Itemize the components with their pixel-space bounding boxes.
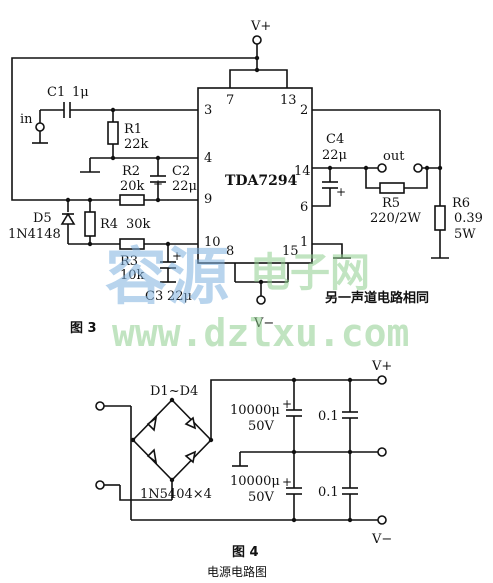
r2-resistor xyxy=(119,194,145,206)
pin-8: 8 xyxy=(226,244,234,259)
pin-13: 13 xyxy=(280,93,297,108)
c2-value: 22μ xyxy=(172,179,197,194)
watermark-subbrand: 电子网 xyxy=(250,250,370,296)
c4-ref: C4 xyxy=(326,132,344,147)
vplus-terminal xyxy=(252,35,262,45)
cap-small-top-value: 0.1 xyxy=(318,409,339,424)
ac-terminal-1 xyxy=(95,401,105,411)
figure-3-amplifier: TDA7294 3 7 13 2 4 14 9 6 10 8 15 1 V+ i… xyxy=(8,19,483,336)
psu-ground-terminal xyxy=(377,447,387,457)
note-other-channel: 另一声道电路相同 xyxy=(325,290,429,306)
pin-6: 6 xyxy=(300,200,308,215)
svg-text:+: + xyxy=(282,397,292,411)
r3-ref: R3 xyxy=(120,254,138,269)
cap-bot-value: 10000μ xyxy=(230,474,280,489)
pin-2: 2 xyxy=(300,103,308,118)
output-terminal-b xyxy=(413,163,423,173)
cap-top-value: 10000μ xyxy=(230,403,280,418)
r6-resistor xyxy=(434,205,446,231)
watermark: 容源 电子网 www.dzlxu.com xyxy=(105,240,409,355)
figure-3-caption: 图 3 xyxy=(70,321,97,336)
bridge-label: D1~D4 xyxy=(150,384,198,399)
r3-value: 10k xyxy=(120,268,145,283)
d5-value: 1N4148 xyxy=(8,227,61,242)
diode-d3 xyxy=(146,448,158,464)
pin-9: 9 xyxy=(204,192,212,207)
pin-14: 14 xyxy=(294,164,311,179)
r4-resistor xyxy=(84,211,96,237)
supply-wire-left xyxy=(11,57,257,201)
r5-resistor xyxy=(379,182,405,194)
psu-vminus-label: V− xyxy=(371,532,392,547)
r4-value: 30k xyxy=(126,217,151,232)
diode-d4 xyxy=(184,450,197,464)
diode-d1 xyxy=(146,416,158,432)
r6-ref: R6 xyxy=(452,196,470,211)
watermark-url: www.dzlxu.com xyxy=(112,311,409,355)
c4-value: 22μ xyxy=(322,148,347,163)
ac-terminal-2 xyxy=(95,480,105,490)
diode-d2 xyxy=(184,416,197,430)
output-terminal-a xyxy=(377,163,387,173)
pin-1: 1 xyxy=(300,235,308,250)
r4-ref: R4 xyxy=(100,217,118,232)
pin-3: 3 xyxy=(204,103,212,118)
r2-value: 20k xyxy=(120,179,145,194)
pin-15: 15 xyxy=(282,244,299,259)
diode-part-label: 1N5404×4 xyxy=(140,487,212,502)
cap-bot-voltage: 50V xyxy=(248,490,275,505)
svg-text:+: + xyxy=(336,185,346,199)
pin-4: 4 xyxy=(204,151,212,166)
vminus-terminal xyxy=(256,295,266,305)
watermark-brand: 容源 xyxy=(105,240,229,313)
c2-ref: C2 xyxy=(172,164,190,179)
psu-vplus-terminal xyxy=(377,375,387,385)
svg-text:+: + xyxy=(282,475,292,489)
r1-value: 22k xyxy=(124,137,149,152)
psu-vplus-label: V+ xyxy=(371,359,392,374)
output-label: out xyxy=(383,149,405,164)
r5-value: 220/2W xyxy=(370,211,421,226)
input-label: in xyxy=(20,112,33,127)
c3-value: 22μ xyxy=(167,289,192,304)
r1-ref: R1 xyxy=(124,122,142,137)
svg-text:+: + xyxy=(172,249,182,263)
r6-value-watt: 5W xyxy=(454,227,476,242)
vminus-label: V− xyxy=(253,316,274,331)
r1-resistor xyxy=(107,121,119,145)
r5-ref: R5 xyxy=(382,196,400,211)
psu-vminus-terminal xyxy=(377,515,387,525)
pin-10: 10 xyxy=(204,235,221,250)
ic-tda7294-body xyxy=(197,87,313,264)
r6-value-ohm: 0.39 xyxy=(454,211,483,226)
figure-4-caption: 图 4 xyxy=(232,545,259,560)
pin-7: 7 xyxy=(226,93,234,108)
vplus-label: V+ xyxy=(250,19,271,34)
c3-ref: C3 xyxy=(145,289,163,304)
d5-diode xyxy=(60,212,76,225)
r2-ref: R2 xyxy=(122,164,140,179)
input-terminal xyxy=(35,122,45,132)
bridge-rectifier xyxy=(131,398,213,482)
power-circuit-subtitle: 电源电路图 xyxy=(207,564,267,579)
cap-top-voltage: 50V xyxy=(248,419,275,434)
c1-ref: C1 xyxy=(47,85,65,100)
ic-label: TDA7294 xyxy=(225,173,298,189)
cap-small-bot-value: 0.1 xyxy=(318,485,339,500)
figure-4-power-supply: D1~D4 1N5404×4 V+ V− + + 10000μ 50V 100 xyxy=(95,359,392,579)
c1-value: 1μ xyxy=(72,85,89,100)
d5-ref: D5 xyxy=(33,211,52,226)
